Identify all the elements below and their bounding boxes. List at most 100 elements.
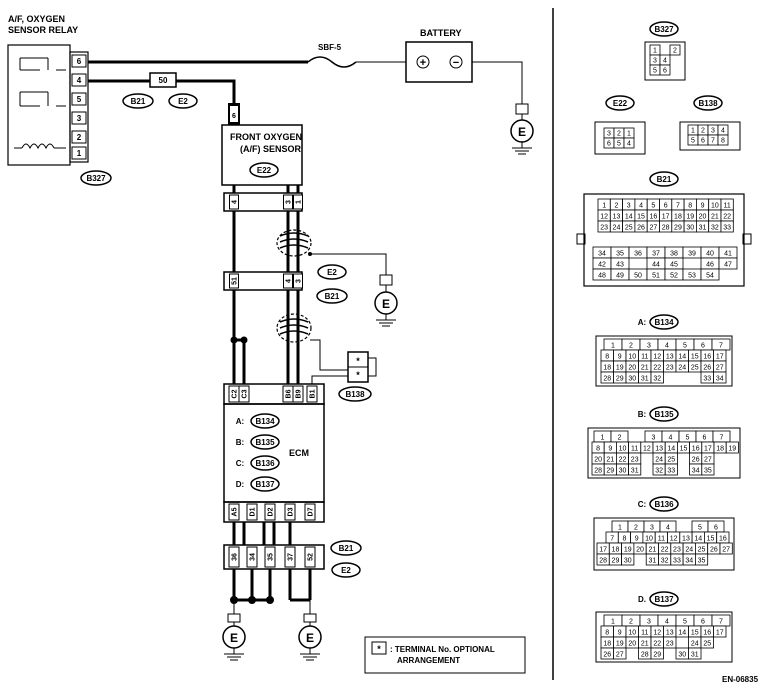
strip1-pin	[283, 194, 293, 210]
face-frame	[679, 121, 741, 151]
relay-pin-label: 3	[77, 114, 82, 123]
face-cell-label: 5	[653, 68, 657, 75]
face-cell-label: 10	[619, 446, 627, 453]
face-cell-label: 41	[724, 251, 732, 258]
face-cell-label: 30	[624, 558, 632, 565]
face-cell-label: 17	[716, 630, 724, 637]
face-cell-label: 9	[618, 354, 622, 361]
face-cell-label: 4	[665, 343, 669, 350]
face-prefix: D.	[638, 595, 646, 604]
face-cell-label: 18	[674, 214, 682, 221]
sensor-title-2: (A/F) SENSOR	[240, 144, 302, 154]
face-cell-label: 13	[613, 214, 621, 221]
face-cell-label: 28	[599, 558, 607, 565]
face-cell-label: 31	[699, 225, 707, 232]
strip2-pin	[229, 273, 239, 289]
relay-pin	[71, 54, 87, 68]
shield-conn-b: B21	[325, 292, 340, 301]
face-cell-label: 4	[669, 435, 673, 442]
face-name-oval	[649, 496, 679, 512]
sensor-connector-oval	[249, 162, 279, 178]
ecm-bottom-pin-label: D1	[250, 507, 257, 516]
face-cell-label: 31	[631, 468, 639, 475]
face-cell-label: 16	[703, 630, 711, 637]
face-cell-label: 13	[666, 354, 674, 361]
face-cell-label: 7	[719, 343, 723, 350]
face-cell-label: 5	[651, 203, 655, 210]
face-cell-label: 12	[653, 630, 661, 637]
face-cell-label: 3	[647, 619, 651, 626]
face-cell-label: 18	[603, 365, 611, 372]
face-cell-label: 34	[716, 376, 724, 383]
relay-pin	[71, 111, 87, 125]
shield-conn-b-oval	[316, 288, 348, 304]
face-cell-label: 32	[655, 468, 663, 475]
face-cell-label: 6	[664, 203, 668, 210]
face-cell-label: 21	[648, 547, 656, 554]
face-cell-label: 24	[613, 225, 621, 232]
face-cell-label: 15	[707, 536, 715, 543]
face-cell	[621, 553, 635, 566]
relay-title-2: SENSOR RELAY	[8, 25, 78, 35]
face-cell-label: 17	[716, 354, 724, 361]
face-cell-label: 33	[673, 558, 681, 565]
face-cell	[713, 371, 727, 384]
ecm-row-oval	[250, 434, 280, 450]
face-cell-label: 14	[678, 354, 686, 361]
strip1-pin	[229, 194, 239, 210]
face-cell	[663, 636, 677, 649]
face-cell-label: 25	[703, 641, 711, 648]
face-cell-label: 29	[616, 376, 624, 383]
face-cell-label: 16	[703, 354, 711, 361]
face-cell-label: 4	[639, 203, 643, 210]
face-cell-label: 1	[601, 435, 605, 442]
ecm-title: ECM	[289, 448, 309, 458]
face-cell-label: 23	[666, 365, 674, 372]
face-cell-label: 4	[663, 58, 667, 65]
face-cell-label: 24	[685, 547, 693, 554]
bottom-strip-pin	[284, 546, 296, 568]
face-cell-label: 9	[618, 630, 622, 637]
face-cell-label: 27	[616, 652, 624, 659]
face-cell-label: 11	[641, 630, 648, 637]
shield1-joint	[308, 252, 312, 256]
relay-pin	[71, 92, 87, 106]
face-frame	[594, 121, 646, 155]
face-cell-label: 1	[611, 619, 615, 626]
face-cell	[669, 44, 681, 56]
strip1-pin	[293, 194, 303, 210]
face-name-oval	[649, 591, 679, 607]
face-cell-label: 25	[667, 457, 675, 464]
face-cell-label: 3	[652, 435, 656, 442]
face-cell-label: 10	[645, 536, 653, 543]
ecm-top-pin-label: C2	[232, 389, 239, 398]
face-name-oval	[649, 314, 679, 330]
face-cell	[695, 553, 709, 566]
face-cell	[628, 463, 642, 476]
face-cell-label: 2	[617, 131, 621, 138]
face-cell-label: 4	[665, 619, 669, 626]
face-cell-label: 16	[649, 214, 657, 221]
optional-pin-1: *	[356, 356, 360, 366]
face-cell-label: 4	[627, 141, 631, 148]
ecm-row-conn: B134	[255, 417, 275, 426]
face-cell	[720, 220, 734, 233]
face-cell-label: 27	[649, 225, 657, 232]
face-cell-label: 17	[662, 214, 670, 221]
face-cell-label: 8	[605, 354, 609, 361]
sensor-box	[221, 124, 303, 186]
face-cell-label: 21	[606, 457, 614, 464]
ground-label-bottom: E	[230, 631, 238, 645]
ecm-bottom-pin	[304, 503, 316, 521]
face-cell	[700, 268, 720, 281]
face-cell-label: 29	[612, 558, 620, 565]
face-frame	[587, 427, 741, 479]
ground-joint	[266, 596, 274, 604]
face-cell-label: 26	[710, 547, 718, 554]
face-cell-label: 31	[641, 376, 649, 383]
ecm-top-pin-label: B9	[296, 389, 303, 398]
face-cell-label: 2	[634, 525, 638, 532]
ground-plug	[515, 103, 529, 115]
